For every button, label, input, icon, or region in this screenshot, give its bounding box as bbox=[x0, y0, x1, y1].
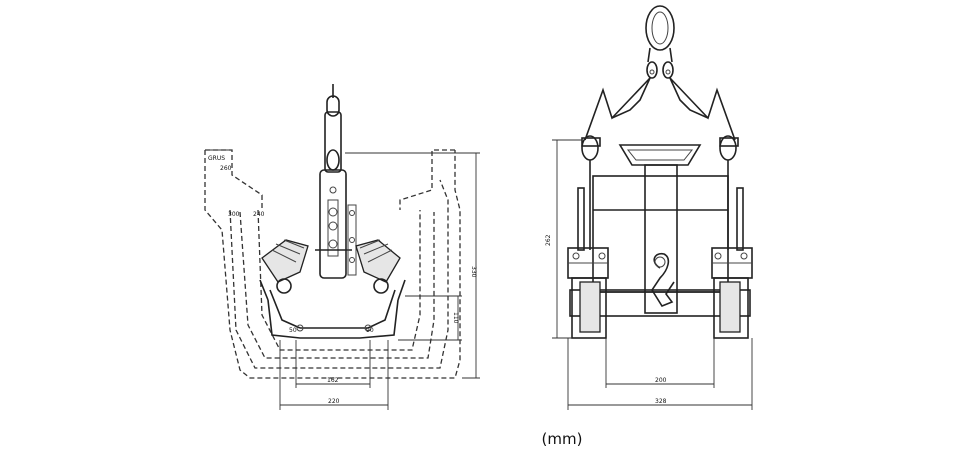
label-328: 328 bbox=[655, 398, 667, 405]
jaw-block-right bbox=[711, 247, 753, 339]
sling-arms bbox=[584, 77, 736, 141]
label-300: 300 bbox=[228, 211, 240, 218]
label-330: 330 bbox=[470, 266, 477, 278]
shackle-left bbox=[581, 135, 601, 161]
label-240: 240 bbox=[253, 211, 265, 218]
side-view: GRUS 260 300 240 330 110 162 220 50 90 bbox=[204, 84, 480, 410]
label-220: 220 bbox=[328, 398, 340, 405]
dimensions-front bbox=[552, 139, 753, 410]
lifting-eye-bolt bbox=[315, 84, 357, 279]
label-grus: GRUS bbox=[208, 155, 225, 162]
label-50: 50 bbox=[289, 327, 297, 334]
side-rods bbox=[577, 160, 744, 251]
dimension-labels-side: GRUS 260 300 240 330 110 162 220 50 90 bbox=[208, 155, 477, 405]
label-260: 260 bbox=[220, 165, 232, 172]
unit-label: (mm) bbox=[541, 430, 583, 448]
label-262: 262 bbox=[545, 234, 552, 246]
label-200: 200 bbox=[655, 377, 667, 384]
jaw-block-left bbox=[567, 247, 609, 339]
dimensions-side bbox=[205, 149, 480, 410]
dimension-labels-front: 262 200 328 bbox=[545, 234, 667, 405]
label-90: 90 bbox=[366, 327, 374, 334]
master-link bbox=[645, 5, 675, 79]
jaw-assembly bbox=[259, 239, 406, 339]
swing-envelope bbox=[204, 149, 461, 379]
front-view: 262 200 328 bbox=[545, 5, 753, 410]
label-110: 110 bbox=[452, 312, 459, 324]
label-162: 162 bbox=[327, 377, 339, 384]
